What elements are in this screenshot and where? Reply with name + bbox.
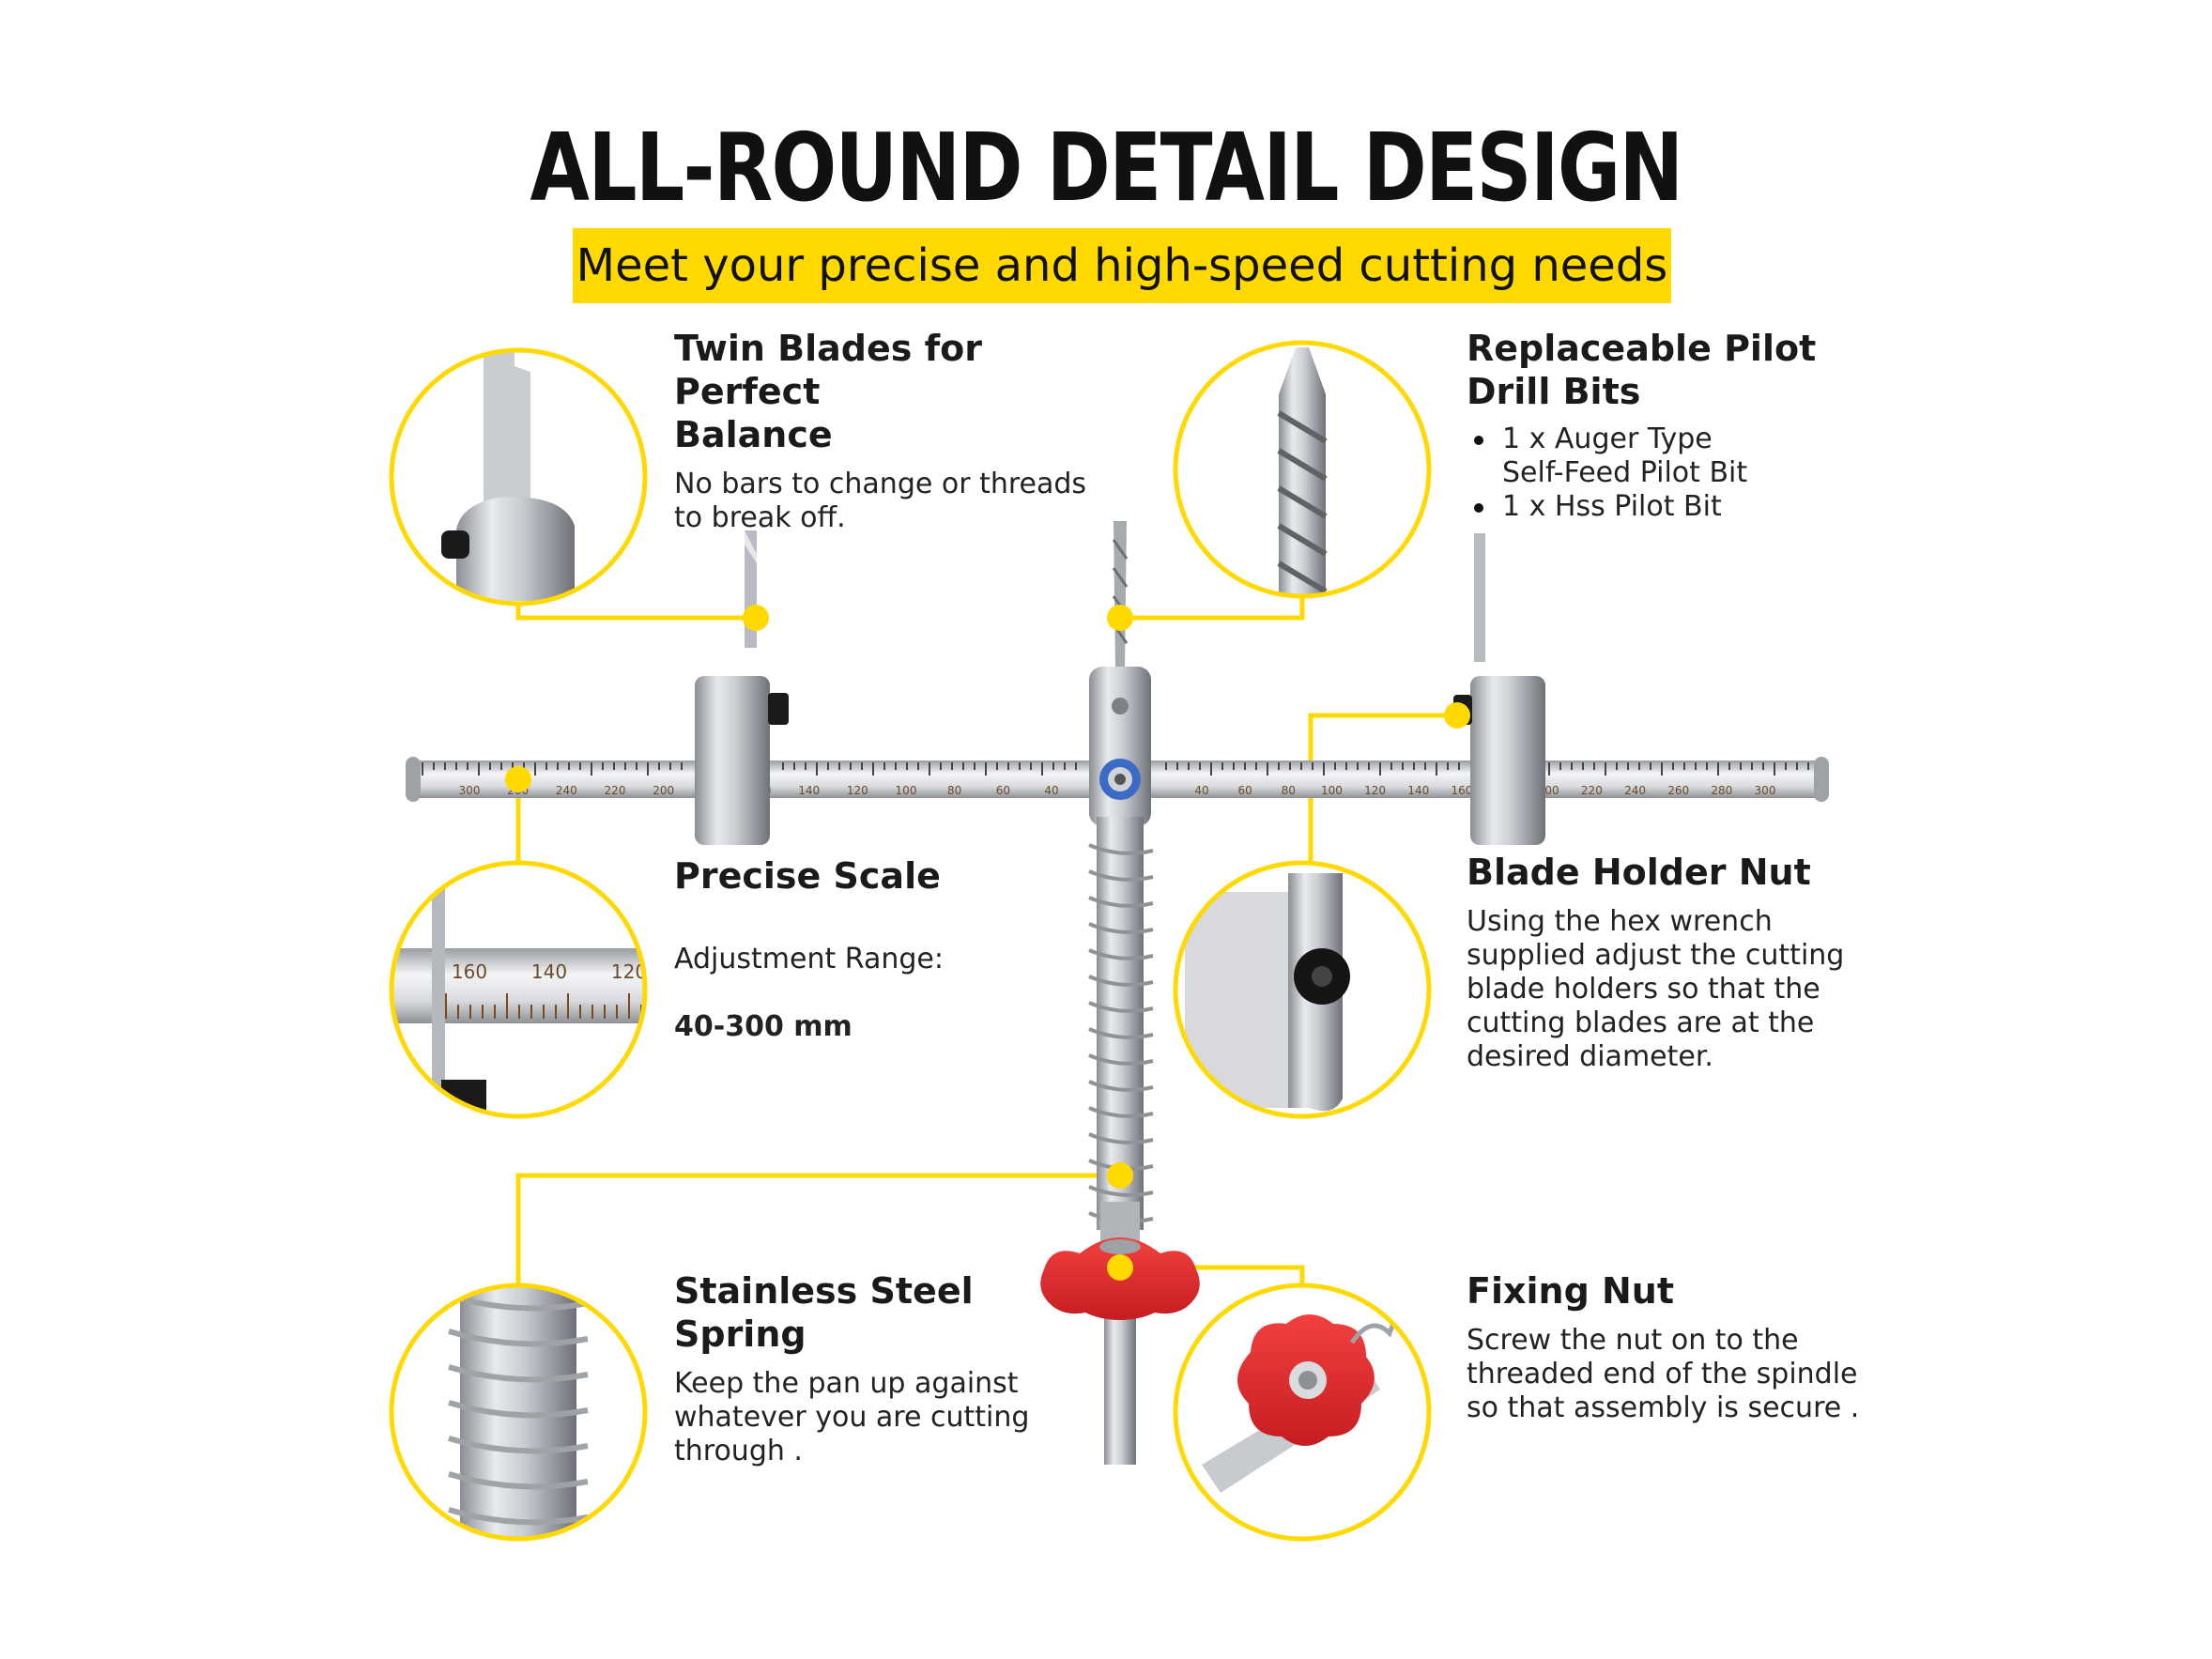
range-label: Adjustment Range: <box>674 943 944 975</box>
feature-pilot-bits: Replaceable Pilot Drill Bits 1 x Auger T… <box>1467 327 1861 524</box>
detail-scale-label: 140 <box>531 960 567 983</box>
scale-tick-label: 280 <box>1711 784 1732 797</box>
scale-tick-label: 140 <box>1407 784 1429 797</box>
feature-desc: Screw the nut on to the threaded end of … <box>1467 1324 1860 1424</box>
detail-scale-label: 120 <box>611 960 647 983</box>
detail-circle-holder-nut <box>1173 860 1432 1119</box>
right-blade-holder <box>1453 533 1545 845</box>
feature-title: Replaceable Pilot Drill Bits <box>1467 328 1817 412</box>
spring-coils <box>1088 843 1154 1223</box>
scale-tick-label: 120 <box>847 784 868 797</box>
marker-dots <box>505 605 1470 1281</box>
scale-tick-label: 100 <box>896 784 917 797</box>
list-item: 1 x Hss Pilot Bit <box>1467 490 1861 524</box>
feature-desc: Keep the pan up against whatever you are… <box>674 1367 1030 1467</box>
detail-scale-label: 160 <box>452 960 487 983</box>
scale-tick-label: 60 <box>996 784 1010 797</box>
scale-tick-label: 40 <box>1194 784 1208 797</box>
feature-title: Twin Blades for Perfect Balance <box>674 328 982 455</box>
leader-twin-blades <box>515 601 756 621</box>
leader-pilot-bits <box>1120 594 1305 621</box>
scale-tick-label: 160 <box>1451 784 1472 797</box>
center-spindle <box>1088 521 1154 1465</box>
feature-spring: Stainless Steel Spring Keep the pan up a… <box>674 1269 1087 1468</box>
feature-desc: Using the hex wrench supplied adjust the… <box>1467 905 1845 1073</box>
feature-title: Blade Holder Nut <box>1467 852 1811 893</box>
feature-desc: No bars to change or threads to break of… <box>674 468 1087 534</box>
scale-tick-label: 220 <box>605 784 626 797</box>
leader-spring <box>515 1173 1120 1284</box>
scale-tick-label: 140 <box>798 784 820 797</box>
subtitle-text: Meet your precise and high-speed cutting… <box>576 239 1668 292</box>
leader-holder-nut <box>1308 713 1457 864</box>
feature-desc: Adjustment Range: 40-300 mm <box>674 909 1050 1044</box>
feature-fixing-nut: Fixing Nut Screw the nut on to the threa… <box>1467 1269 1898 1425</box>
feature-scale: Precise Scale Adjustment Range: 40-300 m… <box>674 854 1050 1044</box>
scale-ticks <box>422 762 1809 776</box>
scale-tick-label: 300 <box>459 784 481 797</box>
scale-tick-label: 300 <box>1755 784 1776 797</box>
feature-twin-blades: Twin Blades for Perfect Balance No bars … <box>674 327 1106 535</box>
scale-tick-label: 80 <box>947 784 961 797</box>
scale-tick-label: 40 <box>1044 784 1058 797</box>
detail-circle-spring <box>389 1283 648 1542</box>
subtitle-banner: Meet your precise and high-speed cutting… <box>573 228 1671 303</box>
scale-tick-label: 260 <box>1667 784 1689 797</box>
scale-tick-label: 220 <box>1581 784 1603 797</box>
scale-tick-label: 120 <box>1364 784 1386 797</box>
page-headline: ALL-ROUND DETAIL DESIGN <box>530 113 1684 223</box>
feature-title: Precise Scale <box>674 855 941 897</box>
scale-tick-label: 240 <box>1624 784 1646 797</box>
feature-list: 1 x Auger Type Self-Feed Pilot Bit 1 x H… <box>1467 422 1861 524</box>
range-value: 40-300 mm <box>674 1010 853 1043</box>
scale-tick-label: 200 <box>653 784 674 797</box>
detail-circle-fixing-nut <box>1173 1283 1432 1542</box>
feature-title: Fixing Nut <box>1467 1270 1675 1312</box>
scale-tick-label: 80 <box>1282 784 1296 797</box>
detail-circle-twin-blade <box>389 347 648 607</box>
scale-tick-label: 100 <box>1321 784 1343 797</box>
detail-circle-drill-bit <box>1173 340 1432 599</box>
scale-tick-label: 60 <box>1238 784 1252 797</box>
feature-holder-nut: Blade Holder Nut Using the hex wrench su… <box>1467 851 1898 1074</box>
list-item: 1 x Auger Type Self-Feed Pilot Bit <box>1467 422 1861 490</box>
scale-tick-label: 240 <box>556 784 577 797</box>
feature-title: Stainless Steel Spring <box>674 1270 974 1355</box>
detail-circle-scale: 160 140 120 <box>389 860 648 1119</box>
